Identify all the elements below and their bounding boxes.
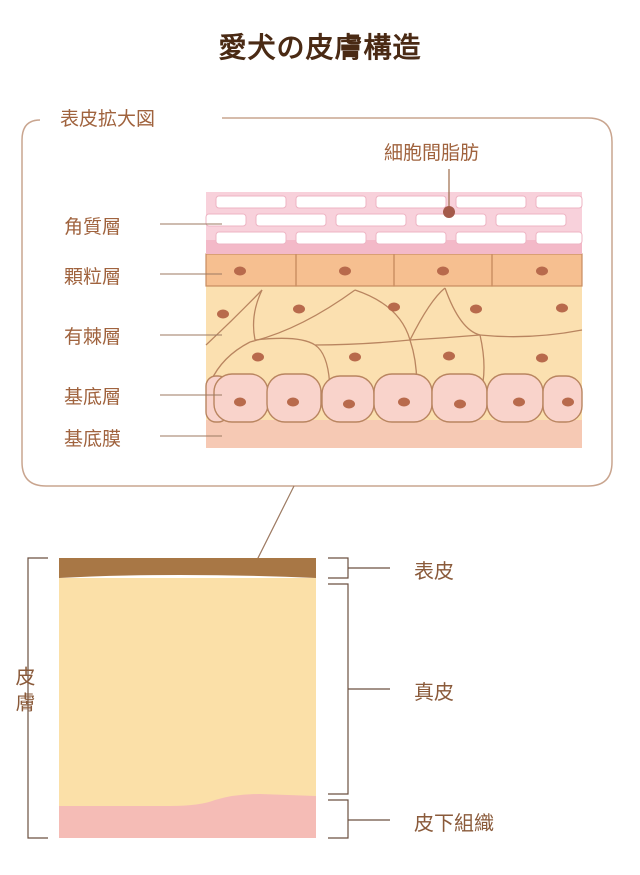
subcutaneous-layer	[59, 794, 316, 838]
zoom-heading: 表皮拡大図	[60, 108, 156, 130]
zoom-frame	[21, 117, 613, 487]
horny-layer	[205, 192, 583, 254]
layer-leaders	[160, 223, 222, 437]
basement-membrane-label: 基底膜	[64, 428, 122, 450]
zoom-connector	[251, 485, 295, 571]
page-title: 愛犬の皮膚構造	[218, 31, 422, 64]
subcutaneous-label: 皮下組織	[414, 811, 494, 835]
spinous-cell-borders	[205, 287, 583, 406]
callout-dot	[443, 206, 455, 218]
callout-label: 細胞間脂肪	[384, 142, 480, 164]
horny-layer-label: 角質層	[64, 216, 122, 238]
skin-side-label: 皮膚	[12, 666, 36, 718]
granular-layer-label: 顆粒層	[64, 266, 122, 288]
basal-layer-label: 基底層	[64, 386, 122, 408]
spinous-layer-label: 有棘層	[64, 326, 122, 348]
basement-membrane-layer	[206, 418, 582, 448]
basal-cells	[205, 373, 583, 423]
right-brackets	[328, 557, 390, 839]
epidermis-layer	[59, 558, 316, 578]
dermis-layer	[59, 578, 316, 806]
dermis-label: 真皮	[414, 680, 454, 704]
epidermis-label: 表皮	[414, 559, 454, 583]
basal-nuclei	[234, 397, 574, 409]
spinous-nuclei	[217, 302, 568, 363]
granular-layer	[205, 253, 583, 287]
skin-bracket	[27, 557, 48, 839]
